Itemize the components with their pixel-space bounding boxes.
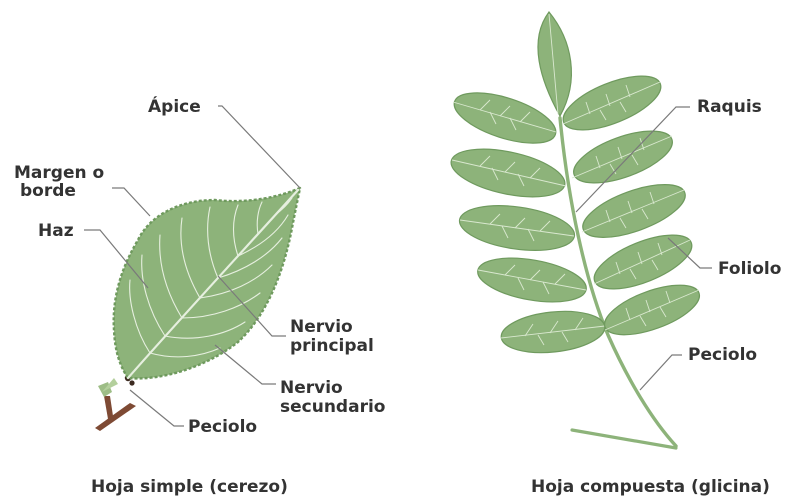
label-midrib: Nervio principal (290, 317, 374, 356)
leaflet (499, 307, 607, 358)
compound-leaf-leaflets (447, 12, 706, 357)
label-apex: Ápice (148, 95, 201, 117)
simple-leaf-blade (114, 188, 300, 378)
label-blade: Haz (38, 221, 74, 241)
leaflet (457, 199, 578, 257)
caption-compound-leaf: Hoja compuesta (glicina) (531, 477, 770, 497)
leaflet (448, 83, 561, 154)
label-compound-petiole: Peciolo (688, 345, 757, 365)
label-secondary-vein: Nervio secundario (280, 378, 385, 417)
leaflet (538, 12, 571, 116)
leaflet (567, 120, 678, 193)
label-simple-petiole: Peciolo (188, 417, 257, 437)
label-margin: Margen o borde (14, 163, 110, 201)
leaflet (474, 251, 589, 309)
compound-leaf (447, 12, 706, 448)
leaflet (556, 65, 667, 141)
simple-leaf (95, 188, 300, 431)
label-leaflet: Foliolo (718, 259, 781, 279)
caption-simple-leaf: Hoja simple (cerezo) (91, 477, 288, 497)
leaflet (447, 140, 569, 205)
compound-leaf-base (572, 430, 676, 448)
label-rachis: Raquis (697, 97, 762, 117)
